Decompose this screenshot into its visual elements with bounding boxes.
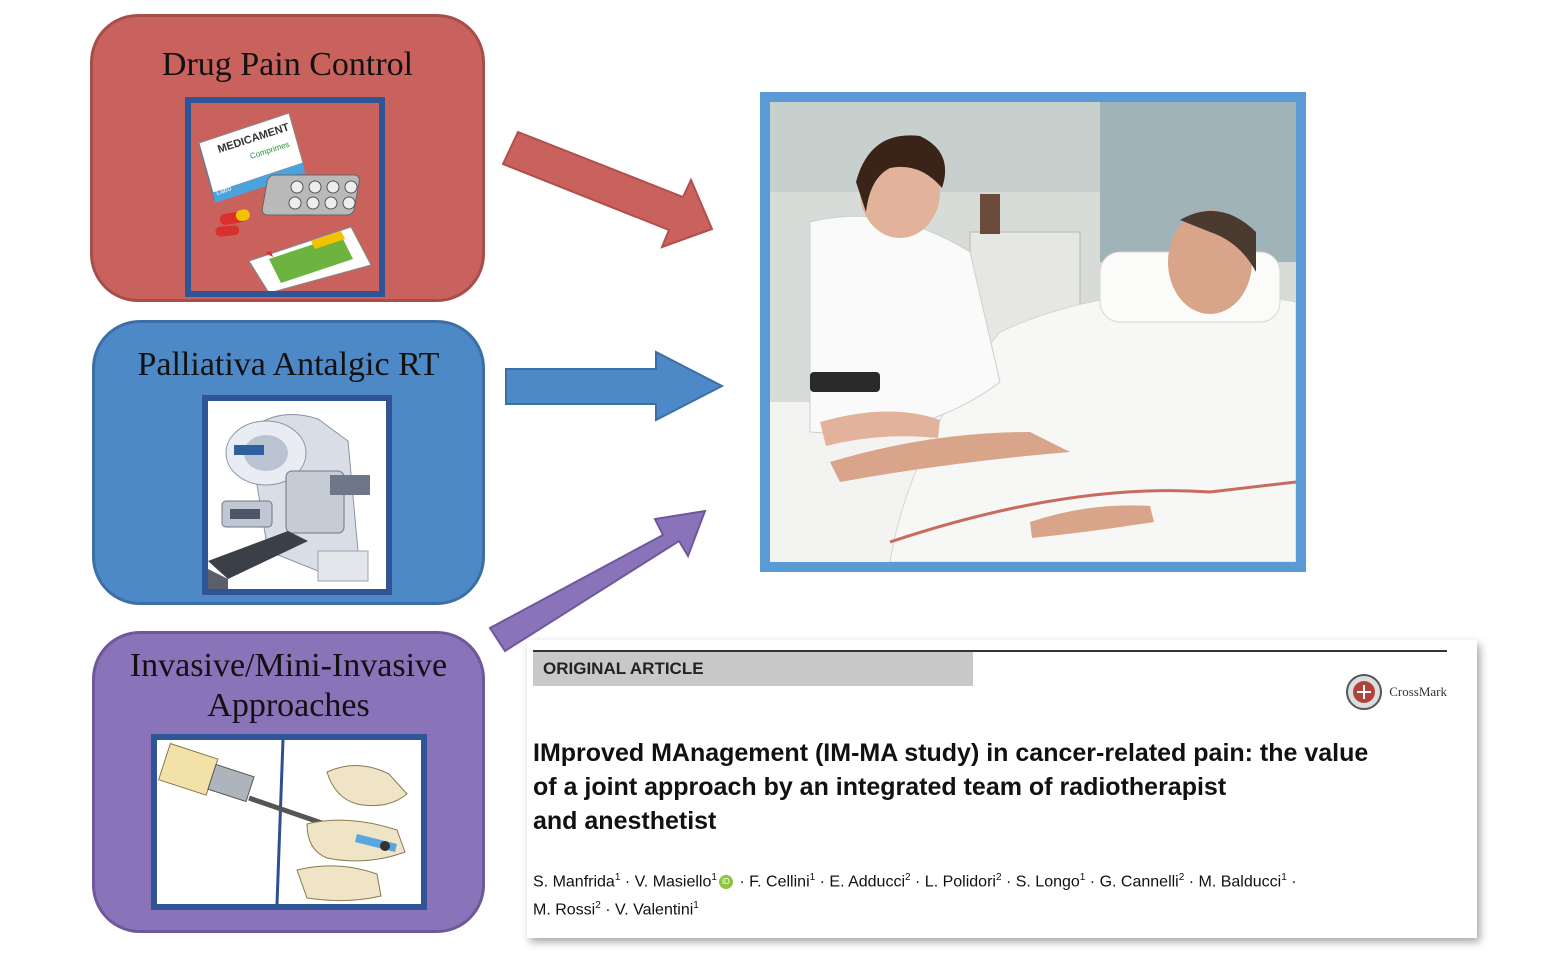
author-name: G. Cannelli bbox=[1100, 873, 1179, 890]
author-separator: · bbox=[1184, 873, 1198, 890]
article-type-label: ORIGINAL ARTICLE bbox=[543, 659, 704, 679]
crossmark-badge[interactable]: CrossMark bbox=[1345, 672, 1447, 712]
spine-needle-icon bbox=[157, 740, 421, 904]
author-name: M. Rossi bbox=[533, 902, 595, 919]
author-separator: · bbox=[815, 873, 829, 890]
author-separator: · bbox=[1085, 873, 1099, 890]
crossmark-label: CrossMark bbox=[1389, 684, 1447, 700]
author-name: S. Manfrida bbox=[533, 873, 615, 890]
invasive-arrow bbox=[490, 511, 705, 651]
author-affiliation: 1 bbox=[711, 872, 717, 883]
palliative-rt-box: Palliativa Antalgic RT bbox=[92, 320, 485, 605]
drug-pain-control-box: Drug Pain Control MEDICAMENT Comprimes L… bbox=[90, 14, 485, 302]
orcid-icon[interactable]: iD bbox=[719, 875, 733, 889]
rt-arrow bbox=[506, 352, 722, 420]
drug-arrow bbox=[503, 132, 712, 247]
author-name: V. Masiello bbox=[635, 873, 712, 890]
author-name: V. Valentini bbox=[615, 902, 693, 919]
author-separator: · bbox=[1002, 873, 1016, 890]
article-title: IMproved MAnagement (IM-MA study) in can… bbox=[533, 736, 1413, 838]
spine-injection-image bbox=[151, 734, 427, 910]
invasive-title-line1: Invasive/Mini-Invasive bbox=[95, 646, 482, 686]
author-separator: · bbox=[1287, 873, 1297, 890]
medication-image: MEDICAMENT Comprimes Labo bbox=[185, 97, 385, 297]
author-separator: · bbox=[911, 873, 925, 890]
crossmark-icon bbox=[1345, 673, 1383, 711]
drug-pain-control-title: Drug Pain Control bbox=[93, 45, 482, 85]
author-name: M. Balducci bbox=[1199, 873, 1282, 890]
author-affiliation: 1 bbox=[693, 900, 699, 911]
author-name: F. Cellini bbox=[749, 873, 809, 890]
author-name: S. Longo bbox=[1016, 873, 1080, 890]
author-separator: · bbox=[735, 873, 749, 890]
author-name: L. Polidori bbox=[925, 873, 996, 890]
linear-accelerator-icon bbox=[208, 401, 386, 589]
palliative-rt-title: Palliativa Antalgic RT bbox=[95, 345, 482, 385]
invasive-approaches-box: Invasive/Mini-Invasive Approaches bbox=[92, 631, 485, 933]
medication-icon: MEDICAMENT Comprimes Labo bbox=[191, 103, 379, 291]
author-separator: · bbox=[601, 902, 615, 919]
article-header: ORIGINAL ARTICLE CrossMark IMproved MAna… bbox=[527, 640, 1477, 938]
invasive-title-line2: Approaches bbox=[95, 686, 482, 726]
linac-image bbox=[202, 395, 392, 595]
patient-care-photo bbox=[760, 92, 1306, 572]
author-name: E. Adducci bbox=[829, 873, 905, 890]
author-separator: · bbox=[620, 873, 634, 890]
nurse-patient-illustration bbox=[770, 102, 1296, 562]
